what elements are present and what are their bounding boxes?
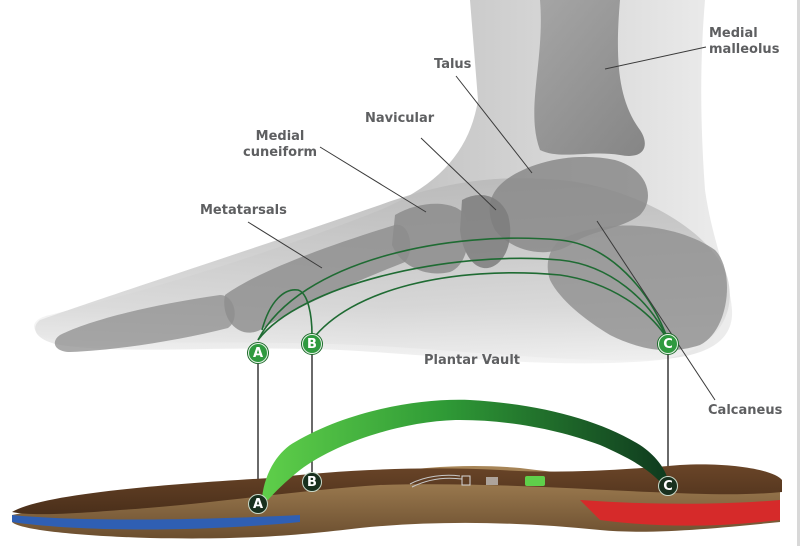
label-metatarsals: Metatarsals	[200, 203, 287, 218]
insole-forefoot-layer	[12, 515, 300, 530]
label-calcaneus: Calcaneus	[708, 403, 783, 418]
marker-c-foot: C	[658, 334, 678, 354]
marker-a-foot: A	[248, 343, 268, 363]
navicular-bone	[460, 195, 511, 269]
label-talus: Talus	[434, 57, 472, 72]
label-medial-malleolus-line2: malleolus	[709, 42, 780, 57]
insole-top-surface	[12, 464, 782, 515]
label-medial-malleolus: Medial malleolus	[709, 26, 779, 58]
label-medial-cuneiform-line1: Medial	[255, 129, 305, 144]
tibia-bone	[534, 0, 645, 156]
marker-c-insole: C	[658, 476, 678, 496]
arch-curves	[257, 237, 669, 341]
label-medial-cuneiform-line2: cuneiform	[243, 145, 318, 160]
insole-logo-marks	[409, 474, 545, 488]
marker-a-insole: A	[248, 494, 268, 514]
arch-support	[262, 399, 668, 500]
insole-heel-layer	[580, 500, 780, 526]
label-medial-cuneiform: Medial cuneiform	[243, 129, 317, 161]
label-plantar-vault: Plantar Vault	[424, 353, 520, 368]
marker-b-foot: B	[302, 334, 322, 354]
phalanx-bones	[54, 295, 235, 352]
leader-lines	[247, 46, 716, 401]
metatarsal-bones	[224, 224, 411, 333]
cuneiform-bone	[392, 203, 469, 274]
calcaneus-bone	[547, 225, 727, 351]
label-medial-malleolus-line1: Medial	[709, 26, 758, 41]
right-border	[797, 0, 800, 546]
label-navicular: Navicular	[365, 111, 435, 126]
marker-b-insole: B	[302, 472, 322, 492]
